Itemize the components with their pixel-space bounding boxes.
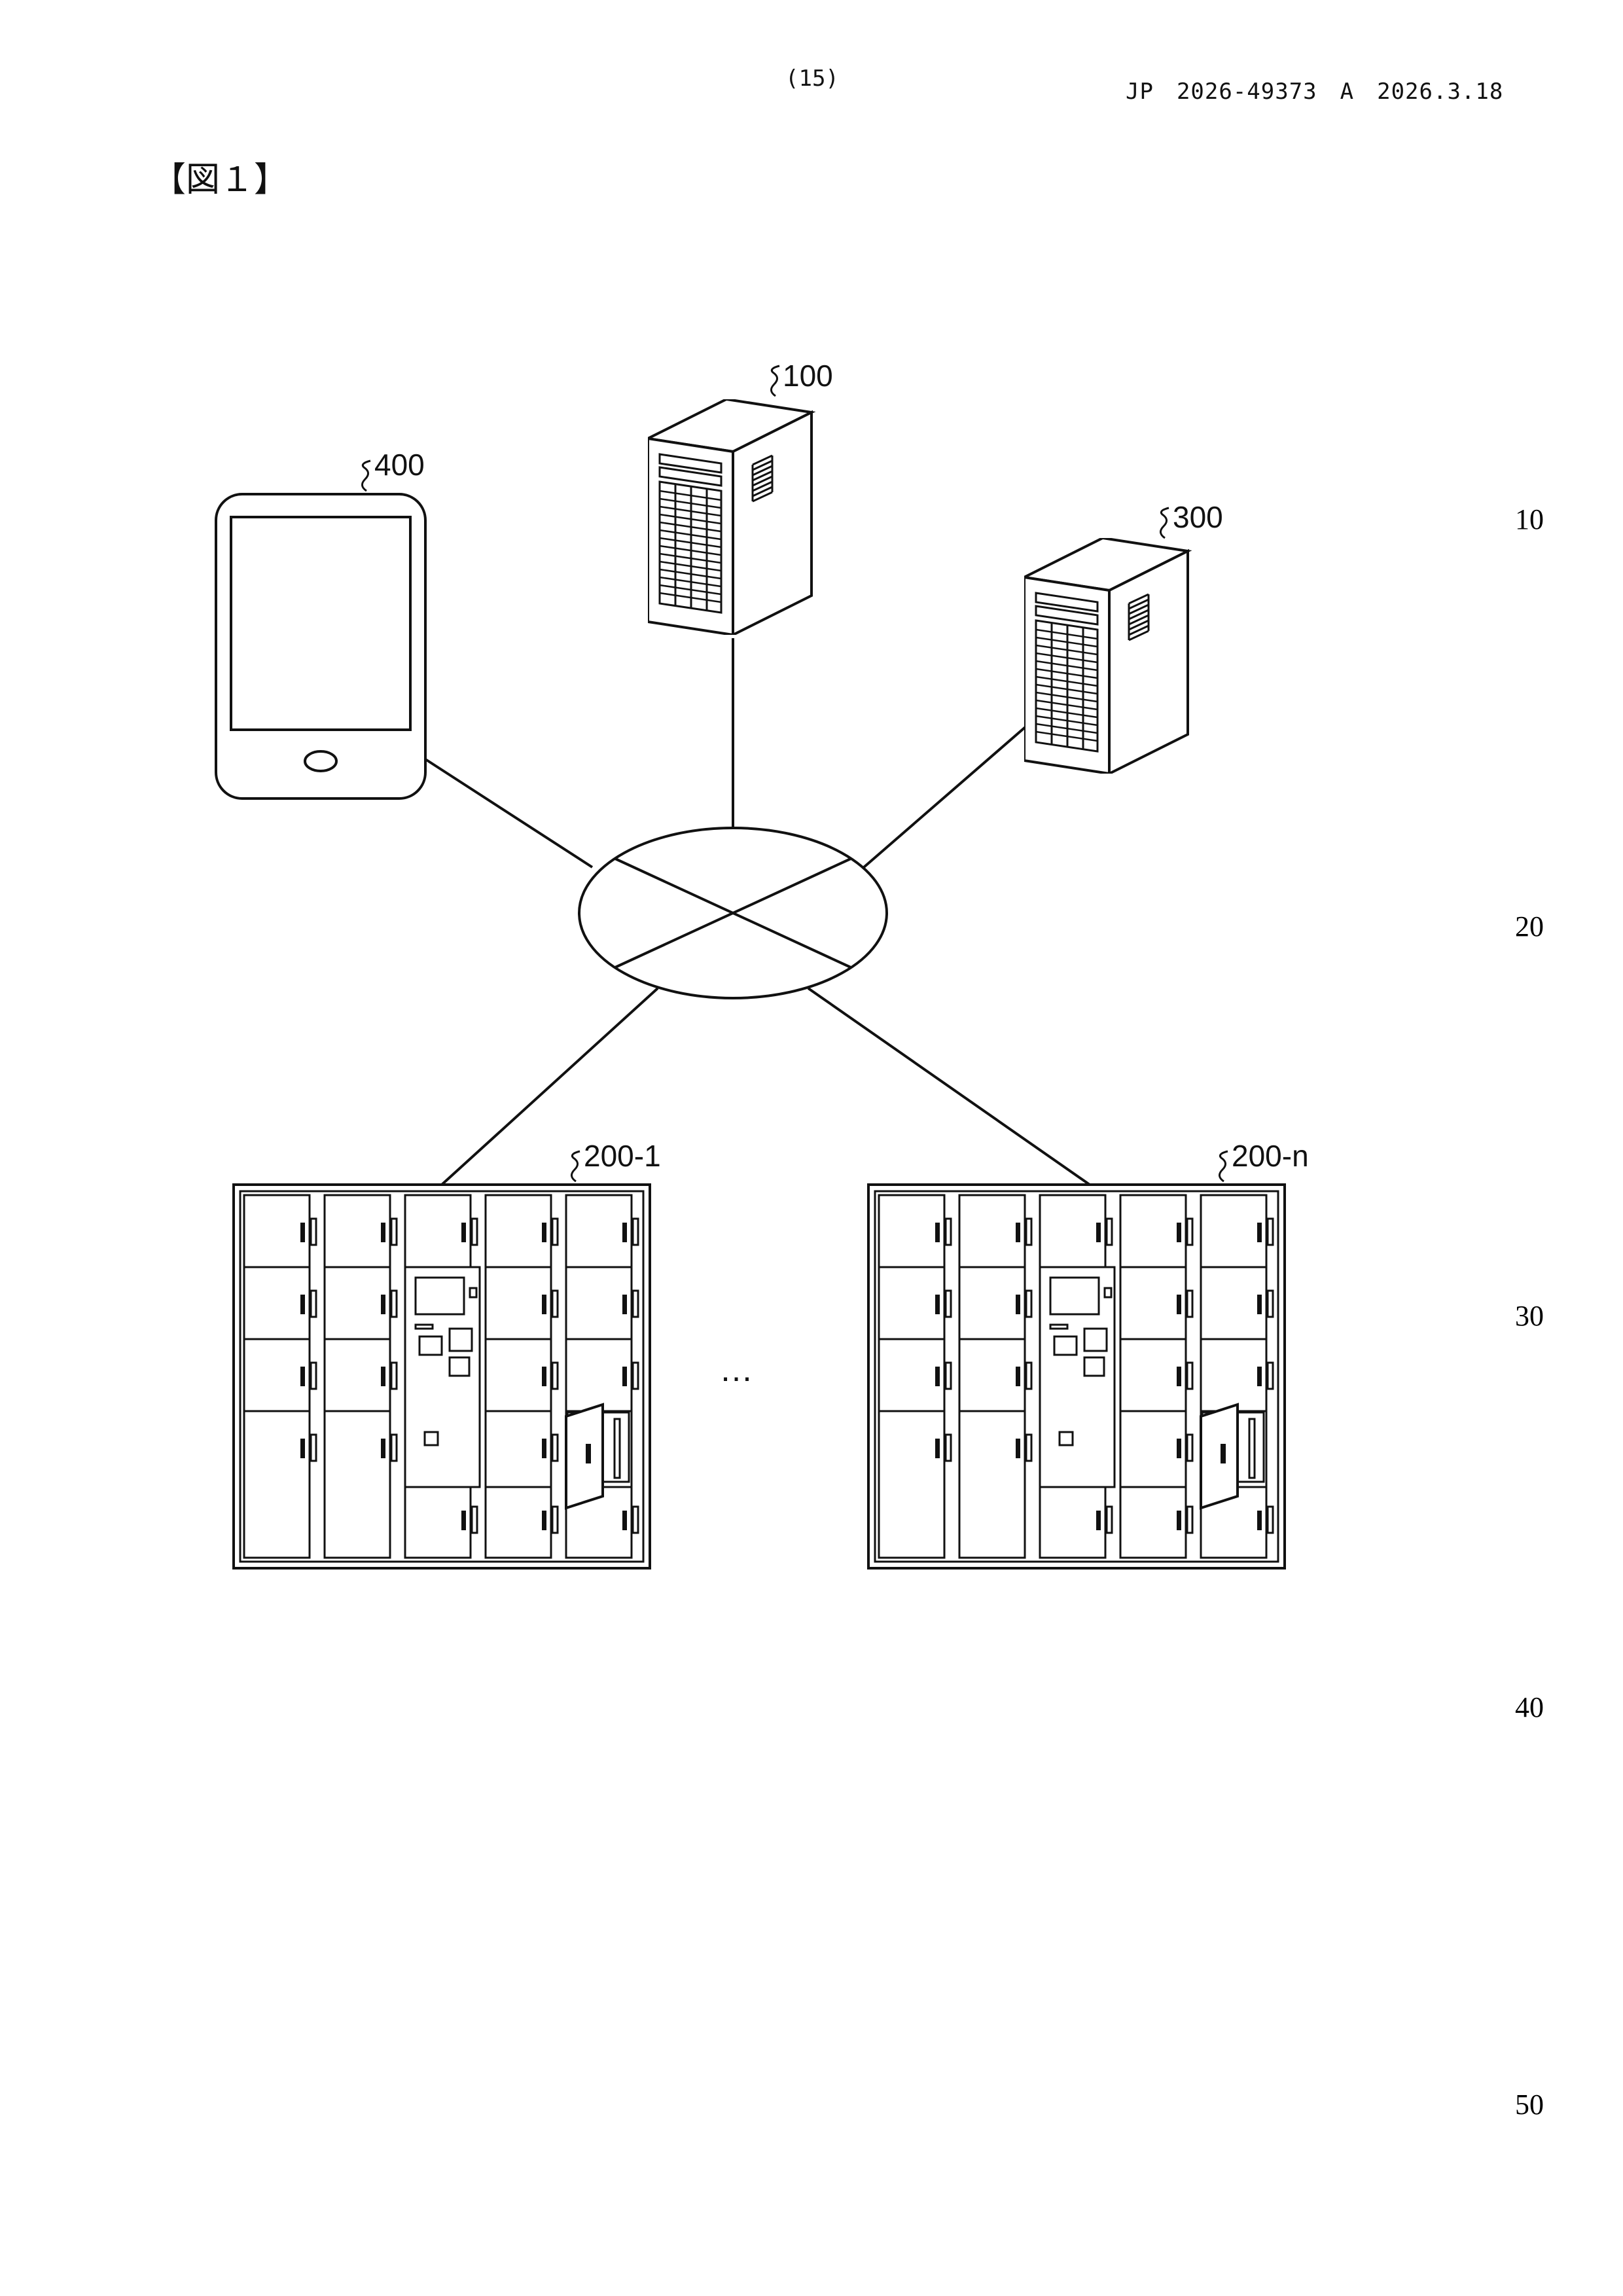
label-100: 100	[783, 359, 833, 393]
label-leader-300	[1160, 508, 1169, 538]
link-locker-200-n	[808, 988, 1090, 1185]
link-terminal-400	[425, 759, 592, 867]
locker-icon-200-1	[234, 1185, 650, 1568]
label-400: 400	[374, 448, 425, 482]
label-leader-200-n	[1219, 1151, 1228, 1181]
label-200-n: 200-n	[1232, 1139, 1309, 1173]
link-server-300	[864, 725, 1027, 867]
label-leader-100	[771, 366, 779, 396]
label-300: 300	[1173, 500, 1223, 534]
network-icon	[579, 828, 887, 998]
ellipsis: …	[719, 1351, 753, 1389]
locker-icon-200-n	[868, 1185, 1285, 1568]
server-icon-100	[648, 399, 812, 635]
label-200-1: 200-1	[584, 1139, 661, 1173]
server-icon-300	[1024, 538, 1188, 774]
tablet-icon-400	[216, 494, 425, 798]
label-leader-200-1	[571, 1151, 580, 1181]
label-leader-400	[362, 461, 370, 491]
